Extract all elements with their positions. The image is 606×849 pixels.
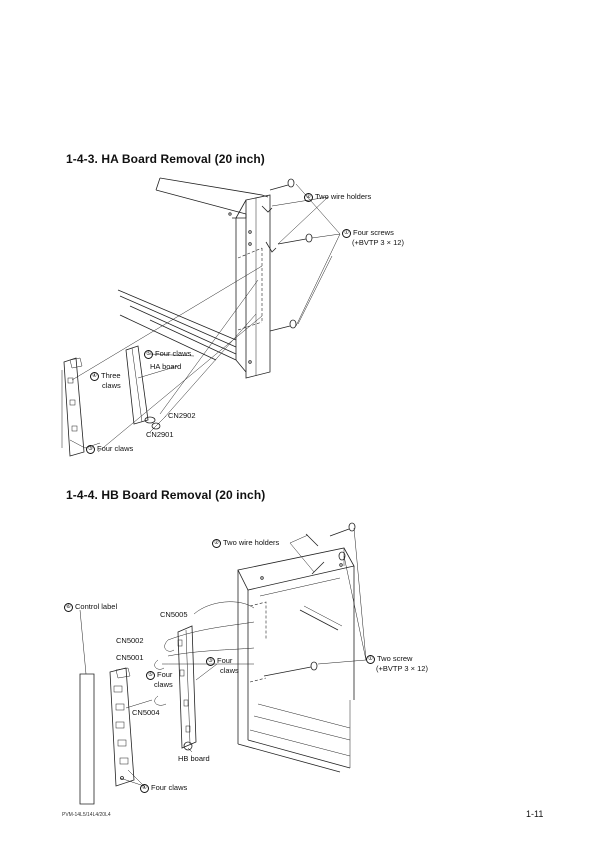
hb-callout-cn5002: CN5002: [116, 636, 144, 645]
callout-text-line2: claws: [102, 380, 121, 390]
callout-text: Four claws: [151, 783, 188, 792]
ha-leader-lines: [69, 183, 341, 453]
callout-text: Two screw: [377, 654, 413, 663]
callout-text: Control label: [75, 602, 118, 611]
callout-text-line2: (+BVTP 3 × 12): [352, 237, 404, 247]
callout-text: Three: [101, 371, 121, 380]
section-443-title: 1-4-3. HA Board Removal (20 inch): [66, 152, 265, 166]
ha-callout-cn2902: CN2902: [168, 411, 196, 420]
callout-text: Two wire holders: [315, 192, 372, 201]
ha-wire-holders: [261, 205, 277, 253]
hb-callout-cn5005: CN5005: [160, 610, 188, 619]
callout-text: Two wire holders: [223, 538, 280, 547]
hb-control-label: [79, 609, 95, 805]
ha-screws: [269, 178, 313, 332]
step-number-badge: ④: [90, 371, 99, 381]
step-number-badge: ①: [366, 654, 375, 664]
step-number-badge: ⑤: [144, 349, 153, 359]
hb-callout-cn5001: CN5001: [116, 653, 144, 662]
callout-text: Four screws: [353, 228, 394, 237]
hb-diagram: [79, 522, 367, 805]
ha-bracket: [61, 357, 85, 457]
step-number-badge: ⑤: [146, 670, 155, 680]
hb-callout-board: HB board: [178, 754, 210, 763]
step-number-badge: ④: [140, 783, 149, 793]
footer-model: PVM-14L5/14L4/20L4: [62, 812, 111, 818]
step-number-badge: ①: [342, 228, 351, 238]
callout-text-line2: (+BVTP 3 × 12): [376, 663, 428, 673]
callout-text-line2: claws: [220, 665, 239, 675]
step-number-badge: ②: [304, 192, 313, 202]
callout-text-line2: claws: [154, 679, 173, 689]
step-number-badge: ③: [206, 656, 215, 666]
hb-board: [177, 625, 197, 751]
callout-text: Four: [217, 656, 233, 665]
step-number-badge: ②: [212, 538, 221, 548]
step-number-badge: ⑥: [64, 602, 73, 612]
callout-text: Four claws: [97, 444, 134, 453]
step-number-badge: ③: [86, 444, 95, 454]
ha-board: [125, 345, 161, 430]
section-444-title: 1-4-4. HB Board Removal (20 inch): [66, 488, 266, 502]
ha-cabinet-frame: [117, 177, 271, 379]
hb-leader-lines: [119, 527, 367, 787]
callout-text: Four: [157, 670, 173, 679]
ha-callout-cn2901: CN2901: [146, 430, 174, 439]
ha-diagram: [61, 177, 341, 457]
ha-callout-board: HA board: [150, 362, 182, 371]
hb-callout-cn5004: CN5004: [132, 708, 160, 717]
footer-page-number: 1-11: [526, 809, 544, 819]
hb-control-bracket: [109, 667, 135, 787]
callout-text: Four claws: [155, 349, 192, 358]
hb-cabinet-frame: [237, 547, 355, 773]
